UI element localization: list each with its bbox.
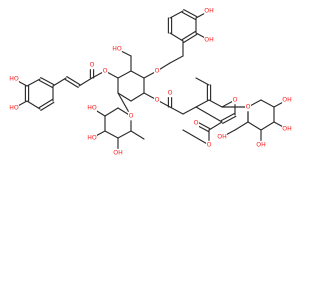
- atom-label-hydroxymethyl-glucose: HO: [112, 46, 122, 53]
- atom-label-right-glucose-ring-oxygen: O: [246, 104, 251, 111]
- single-bond: [117, 92, 132, 102]
- atom-label-carbonyl-oxygen-link: O: [168, 90, 173, 97]
- atom-label-background: [282, 95, 292, 105]
- atom-label-background: [113, 148, 123, 158]
- single-bond: [169, 10, 184, 19]
- single-bond: [182, 106, 197, 115]
- single-bond: [130, 92, 145, 102]
- single-bond: [26, 100, 41, 110]
- atom-label-pyran-ring-oxygen: O: [233, 97, 238, 104]
- atom-label-hydroxyl-top-2: OH: [204, 37, 214, 44]
- atom-label-background: [206, 140, 212, 150]
- single-bond: [260, 99, 275, 108]
- single-bond: [260, 121, 275, 131]
- atom-label-hydroxyl-left-2: HO: [9, 105, 19, 112]
- atom-label-hydroxyl-rhamnose-2: HO: [87, 135, 97, 142]
- atom-label-glycosidic-oxygen-1: O: [155, 68, 160, 75]
- single-bond: [195, 99, 210, 108]
- atom-label-hydroxyl-rhamnose-1: HO: [87, 105, 97, 112]
- double-bond-line-b: [222, 115, 237, 124]
- single-bond: [182, 129, 210, 146]
- atom-label-background: [89, 60, 95, 70]
- single-bond: [169, 55, 184, 64]
- atom-label-background: [193, 118, 199, 128]
- atom-label-background: [154, 66, 160, 76]
- atom-label-hydroxyl-right-1: OH: [282, 97, 292, 104]
- single-bond: [117, 70, 132, 79]
- atom-label-hydroxyl-right-3: OH: [256, 142, 266, 149]
- atom-label-rhamnose-ring-oxygen: O: [129, 113, 134, 120]
- atom-label-background: [154, 95, 160, 105]
- single-bond: [195, 106, 223, 123]
- atom-label-hydroxyl-left-1: HO: [9, 76, 19, 83]
- atom-label-background: [112, 44, 122, 54]
- atom-label-background: [282, 124, 292, 134]
- double-bond-line-b: [38, 79, 53, 88]
- atom-label-background: [128, 111, 134, 121]
- double-bond-line-a: [181, 31, 196, 41]
- double-bond-line-a: [40, 101, 55, 111]
- single-bond: [195, 77, 210, 86]
- bonds-group: [13, 9, 288, 154]
- atom-label-background: [102, 66, 108, 76]
- atom-label-ester-oxygen-caffeoyl: O: [103, 68, 108, 75]
- single-bond: [208, 99, 223, 108]
- single-bond: [130, 70, 145, 79]
- single-bond: [169, 32, 184, 42]
- single-bond: [52, 77, 67, 87]
- atom-label-hydroxyl-rhamnose-3: OH: [113, 150, 123, 157]
- atom-label-carbonyl-oxygen-caffeoyl: O: [90, 62, 95, 69]
- double-bond-line-b: [183, 33, 198, 43]
- double-bond-line-b: [64, 78, 79, 88]
- molecule-structure-canvas: OHOHOOHOOOHOHOOOOOOOOOHOHOHOHOHOHOOH: [9, 6, 292, 158]
- atom-label-background: [87, 133, 97, 143]
- double-bond-line-b: [183, 9, 198, 18]
- single-bond: [78, 77, 93, 87]
- atom-label-background: [9, 103, 19, 113]
- atom-label-background: [87, 103, 97, 113]
- atom-label-glucose-ring-oxygen: O: [155, 97, 160, 104]
- atom-label-background: [232, 95, 238, 105]
- single-bond: [104, 107, 119, 117]
- double-bond-line-b: [38, 99, 53, 109]
- single-bond: [247, 121, 262, 131]
- atom-label-background: [256, 140, 266, 150]
- double-bond-line-a: [40, 77, 55, 86]
- atom-label-hydroxyl-right-2: OH: [282, 126, 292, 133]
- atom-label-background: [204, 35, 214, 45]
- atom-label-background: [167, 88, 173, 98]
- molecule-structure-svg: OHOHOOHOOOHOHOOOOOOOOOHOHOHOHOHOHOOH: [9, 6, 292, 158]
- atom-label-background: [204, 6, 214, 16]
- double-bond-line-a: [220, 113, 235, 122]
- single-bond: [169, 106, 184, 115]
- single-bond: [130, 130, 145, 140]
- atom-label-carbonyl-oxygen-methyl: O: [194, 120, 199, 127]
- atom-label-hydroxymethyl-right: OH: [217, 134, 227, 141]
- single-bond: [117, 130, 132, 139]
- single-bond: [104, 130, 119, 139]
- single-bond: [234, 121, 249, 131]
- atom-label-hydroxyl-top-1: OH: [204, 8, 214, 15]
- double-bond-line-a: [181, 11, 196, 20]
- atom-labels-group: OHOHOOHOOOHOHOOOOOOOOOHOHOHOHOHOHOOH: [9, 6, 292, 158]
- single-bond: [26, 78, 41, 87]
- atom-label-background: [245, 102, 251, 112]
- atom-label-background: [217, 132, 227, 142]
- atom-label-ester-oxygen-methyl: O: [207, 142, 212, 149]
- double-bond-line-a: [66, 76, 81, 86]
- atom-label-background: [9, 74, 19, 84]
- single-bond: [208, 121, 223, 131]
